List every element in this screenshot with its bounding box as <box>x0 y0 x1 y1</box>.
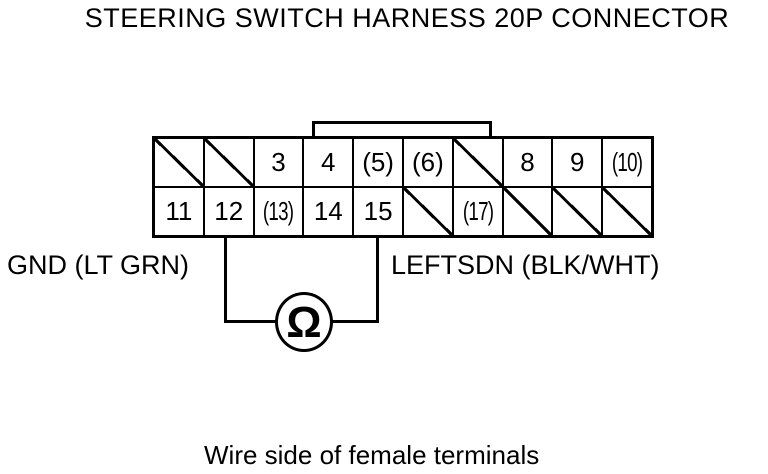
terminal-cell-r2-c7: (17) <box>452 187 503 236</box>
terminal-number: (10) <box>611 147 643 177</box>
terminal-number: (6) <box>412 147 444 177</box>
terminal-cell-r2-c5: 15 <box>353 187 403 236</box>
label-gnd-wire: GND (LT GRN) <box>7 250 189 280</box>
terminal-number: (13) <box>263 196 294 226</box>
terminal-cell-r1-c6: (6) <box>402 138 453 187</box>
terminal-cell-r2-c3: (13) <box>253 187 304 236</box>
terminal-cell-r2-c2: 12 <box>203 187 254 236</box>
terminal-cell-r1-c8: 8 <box>502 138 553 187</box>
probe-wire-right <box>376 236 379 323</box>
label-leftsdn-wire: LEFTSDN (BLK/WHT) <box>391 250 660 280</box>
terminal-cell-r2-c8 <box>502 187 553 236</box>
terminal-cell-r1-c1 <box>154 138 204 187</box>
terminal-cell-r2-c6 <box>402 187 453 236</box>
ohmmeter-icon: Ω <box>275 292 333 352</box>
terminal-cell-r1-c3: 3 <box>253 138 304 187</box>
terminal-number: (17) <box>462 196 493 226</box>
terminal-number: 15 <box>363 196 393 226</box>
terminal-cell-r2-c4: 14 <box>303 187 354 236</box>
terminal-number: 8 <box>520 147 535 177</box>
ohm-symbol: Ω <box>286 298 322 347</box>
terminal-number: 3 <box>271 147 286 177</box>
terminal-number: 4 <box>321 147 336 177</box>
terminal-cell-r2-c1: 11 <box>154 187 204 236</box>
probe-wire-left <box>224 236 227 323</box>
terminal-cell-r1-c10: (10) <box>602 138 652 187</box>
terminal-number: 12 <box>214 196 244 226</box>
terminal-cell-r1-c9: 9 <box>552 138 603 187</box>
terminal-cell-r1-c7 <box>452 138 503 187</box>
terminal-number: 14 <box>313 196 343 226</box>
terminal-number: 9 <box>570 147 585 177</box>
terminal-number: (5) <box>362 147 394 177</box>
page-title: STEERING SWITCH HARNESS 20P CONNECTOR <box>84 3 730 33</box>
terminal-cell-r2-c10 <box>602 187 652 236</box>
footer-caption: Wire side of female terminals <box>204 440 540 470</box>
terminal-number: 11 <box>165 196 193 226</box>
terminal-cell-r1-c5: (5) <box>353 138 403 187</box>
terminal-cell-r1-c4: 4 <box>303 138 354 187</box>
terminal-cell-r2-c9 <box>552 187 603 236</box>
connector-grid: 3 4 (5) (6) 8 9 (10) 11 12 (13) 14 15 (17) <box>152 136 654 238</box>
terminal-cell-r1-c2 <box>203 138 254 187</box>
